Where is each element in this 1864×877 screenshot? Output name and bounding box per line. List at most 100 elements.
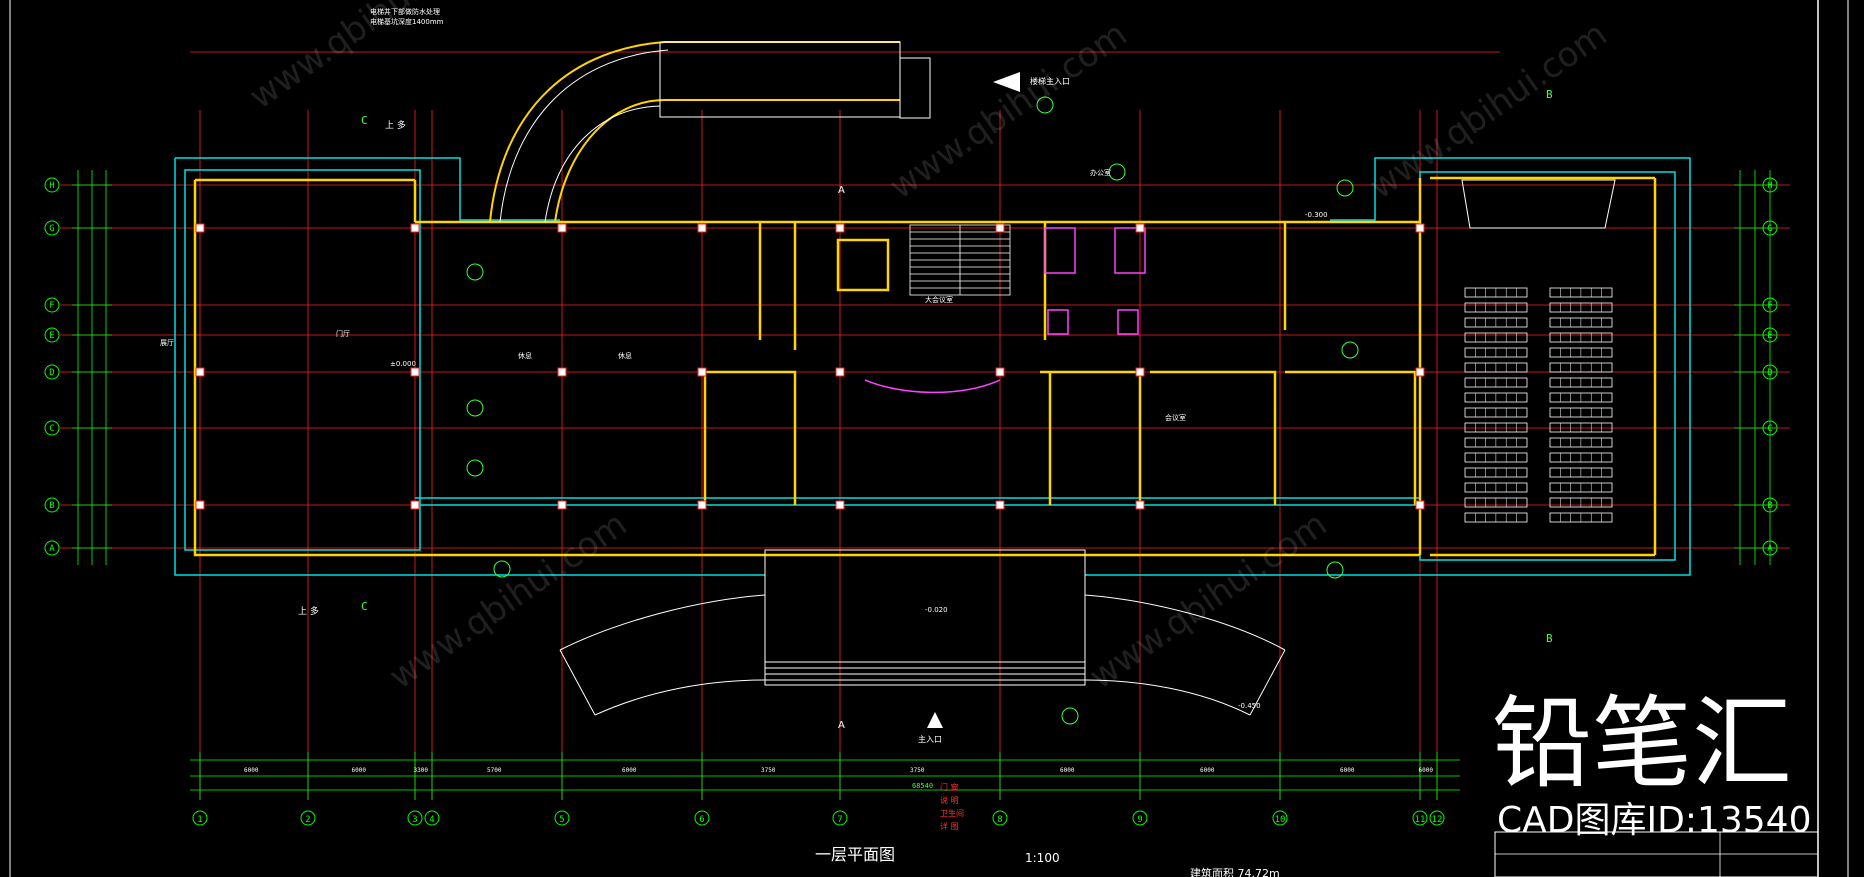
- elevation-label-1: ±0.000: [390, 360, 416, 368]
- axis-label-row-B: B: [1767, 501, 1772, 511]
- red-note-1: 门 窗: [940, 782, 959, 792]
- axis-bubble-row-E: [1762, 327, 1778, 343]
- auditorium-seating: [1461, 179, 1616, 523]
- axis-label-col-5: 5: [559, 815, 564, 825]
- watermark: www.qbihui.com www.qbihui.com www.qbihui…: [242, 0, 1811, 841]
- column: [1415, 367, 1425, 377]
- column: [1135, 223, 1145, 233]
- dimension-text: 6000: [244, 767, 259, 774]
- dimension-text: 5700: [487, 767, 502, 774]
- axis-bubble-col-4: [424, 810, 440, 826]
- axis-bubble-col-9: [1132, 810, 1148, 826]
- elevation-label-3: -0.450: [1238, 702, 1261, 710]
- axis-label-col-1: 1: [197, 815, 202, 825]
- axis-label-row-E: E: [1767, 331, 1772, 341]
- dimension-text: 6000: [352, 767, 367, 774]
- axis-label-row-F: F: [49, 301, 54, 311]
- section-label-c-bottom: C: [361, 600, 368, 613]
- axis-bubble-row-H: [44, 177, 60, 193]
- section-label-b-bottom: B: [1546, 632, 1553, 645]
- axis-label-row-F: F: [1767, 301, 1772, 311]
- drawing-labels: 一层平面图 1:100 建筑面积 74.72m 电梯井下部做防水处理 电梯基坑深…: [160, 7, 1553, 877]
- axis-bubble-row-F: [1762, 297, 1778, 313]
- axis-bubble-col-6: [694, 810, 710, 826]
- axis-bubble-row-E: [44, 327, 60, 343]
- drawing-title: 一层平面图: [815, 845, 895, 864]
- up-label-bottom: 上 多: [298, 605, 319, 617]
- entrance-label: 主入口: [918, 734, 942, 744]
- stair-core: [909, 224, 1011, 296]
- axis-bubble-row-A: [1762, 540, 1778, 556]
- axis-label-col-7: 7: [837, 815, 842, 825]
- area-note: 建筑面积 74.72m: [1190, 866, 1280, 877]
- dimension-text: 6000: [1060, 767, 1075, 774]
- axis-bubble-row-B: [1762, 497, 1778, 513]
- column: [410, 500, 420, 510]
- axis-label-row-A: A: [1767, 544, 1773, 554]
- structural-columns: [195, 223, 1425, 510]
- axis-label-row-A: A: [49, 544, 55, 554]
- elevation-label-2: -0.020: [925, 606, 948, 614]
- room-label-rest-1: 休息: [518, 351, 532, 360]
- axis-bubble-row-C: [44, 420, 60, 436]
- axis-label-row-E: E: [49, 331, 54, 341]
- column: [697, 500, 707, 510]
- axis-bubble-row-D: [1762, 364, 1778, 380]
- dimension-text: 6000: [1419, 767, 1434, 774]
- dimension-text: 6000: [1200, 767, 1215, 774]
- id-watermark: CAD图库ID:13540: [1497, 800, 1811, 841]
- axis-label-col-11: 11: [1415, 815, 1426, 825]
- wall-layer: [193, 176, 1657, 557]
- room-label-meeting-hall: 大会议室: [925, 295, 953, 304]
- up-label-top: 上 多: [385, 119, 406, 131]
- site-watermark-2: www.qbihui.com: [882, 14, 1134, 207]
- red-note-3: 卫生间: [940, 808, 964, 818]
- section-label-c-top: C: [361, 114, 368, 127]
- building-outline: [174, 157, 1691, 576]
- column: [697, 367, 707, 377]
- axis-bubble-row-G: [44, 220, 60, 236]
- toilet-fixtures: [864, 227, 1146, 394]
- axis-label-col-12: 12: [1432, 815, 1443, 825]
- total-dimension: 68540: [912, 782, 933, 790]
- dimension-text: 6000: [1340, 767, 1355, 774]
- axis-label-col-8: 8: [997, 815, 1002, 825]
- site-watermark-1: www.qbihui.com: [242, 0, 494, 117]
- column: [195, 500, 205, 510]
- axis-bubble-col-10: [1272, 810, 1288, 826]
- dimension-text: 6000: [622, 767, 637, 774]
- axis-label-col-4: 4: [429, 815, 434, 825]
- room-label-office: 办公室: [1090, 168, 1111, 177]
- room-label-lobby: 门厅: [336, 329, 350, 338]
- axis-bubble-col-2: [300, 810, 316, 826]
- axis-bubble-col-11: [1412, 810, 1428, 826]
- brand-watermark: 铅笔汇: [1492, 685, 1792, 802]
- axis-label-col-2: 2: [305, 815, 310, 825]
- axis-bubble-col-3: [407, 810, 423, 826]
- column: [1415, 500, 1425, 510]
- section-label-a-top: A: [838, 185, 845, 196]
- axis-bubble-row-D: [44, 364, 60, 380]
- column: [557, 223, 567, 233]
- axis-label-row-G: G: [49, 224, 54, 234]
- column: [835, 500, 845, 510]
- axis-label-row-B: B: [49, 501, 54, 511]
- column: [410, 367, 420, 377]
- axis-label-row-H: H: [49, 181, 54, 191]
- column: [1135, 500, 1145, 510]
- room-label-exhibition: 展厅: [160, 339, 174, 347]
- axis-bubble-row-C: [1762, 420, 1778, 436]
- axis-label-row-C: C: [1767, 424, 1772, 434]
- axis-bubble-row-H: [1762, 177, 1778, 193]
- axis-label-row-C: C: [49, 424, 54, 434]
- red-note-4: 详 图: [940, 821, 959, 831]
- stage-outline: [1461, 179, 1616, 229]
- elevation-label-4: -0.300: [1305, 211, 1328, 219]
- room-label-meeting: 会议室: [1165, 413, 1186, 422]
- drawing-frame: [9, 0, 1849, 877]
- column: [557, 500, 567, 510]
- column: [697, 223, 707, 233]
